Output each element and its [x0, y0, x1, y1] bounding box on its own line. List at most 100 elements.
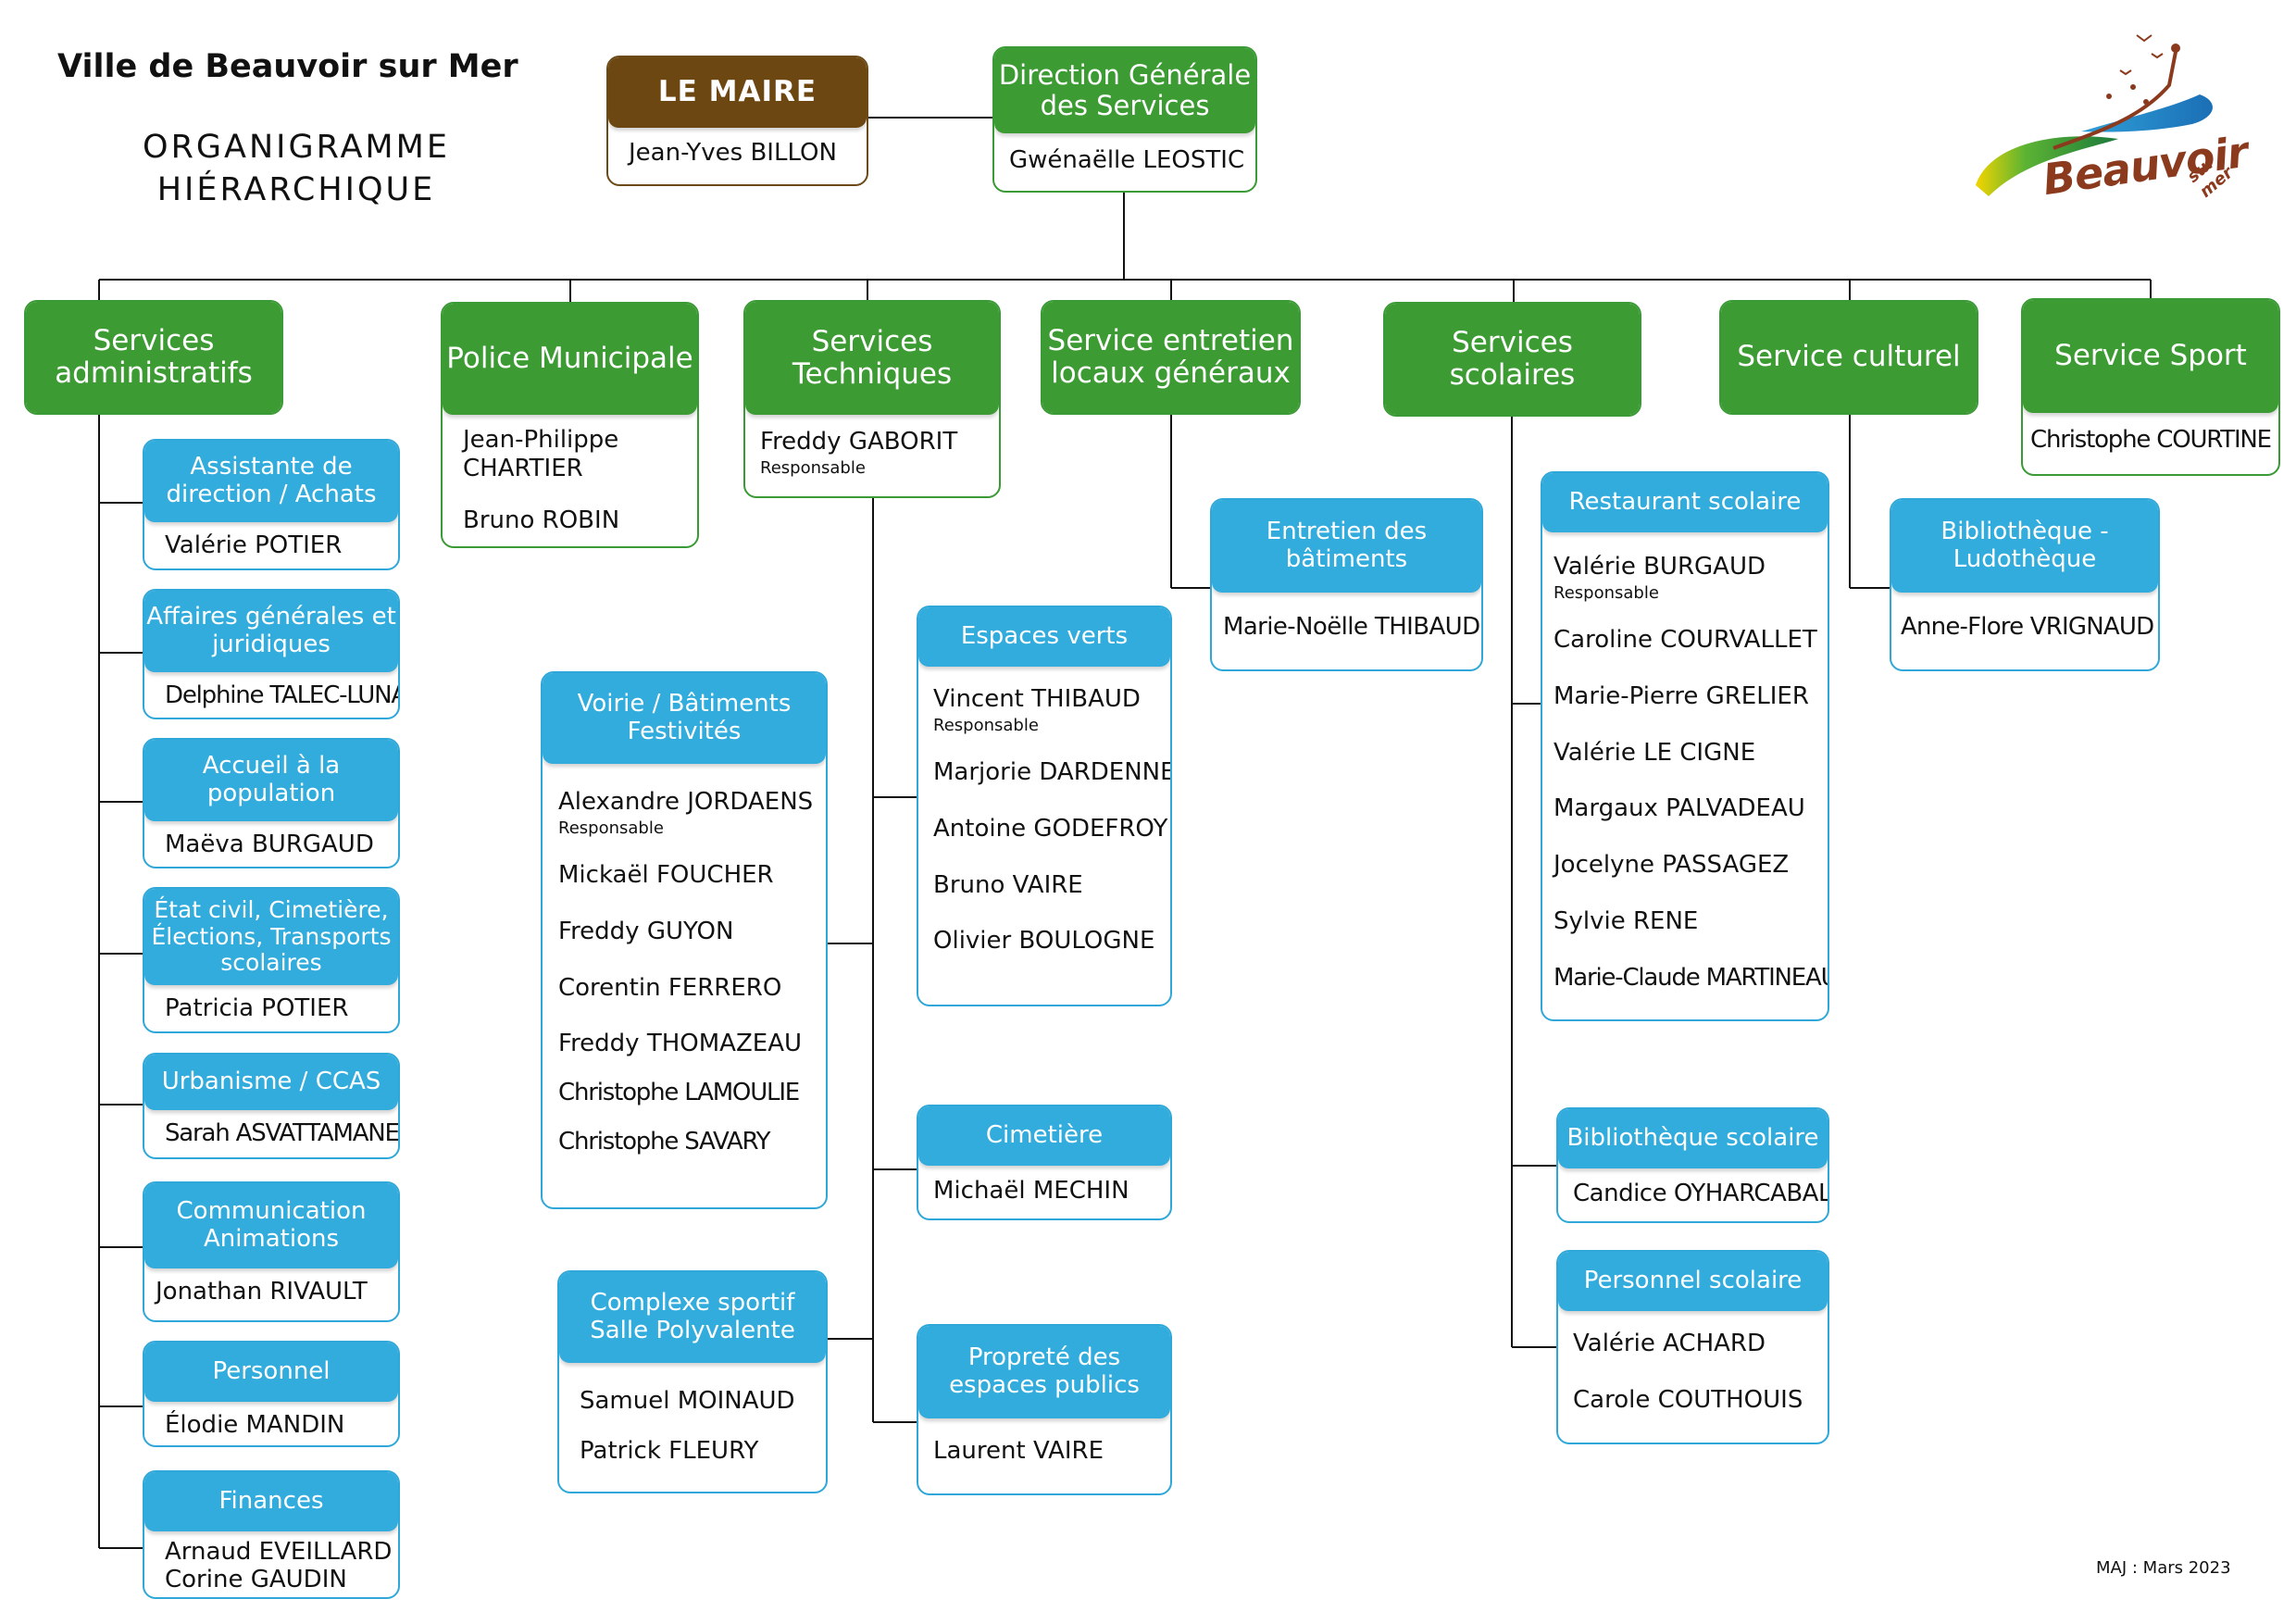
service-admin-title: Services administratifs: [26, 302, 281, 413]
tech-unit-name: Olivier BOULOGNE: [933, 927, 1155, 956]
scolaire-unit-bibliotheque: Bibliothèque scolaire Candice OYHARCABAL: [1556, 1107, 1829, 1223]
title-line-2: HIÉRARCHIQUE: [156, 170, 436, 208]
service-scolaires-box: Services scolaires: [1383, 302, 1641, 417]
police-name-2: Bruno ROBIN: [463, 506, 620, 535]
admin-unit-name: Arnaud EVEILLARD: [165, 1538, 393, 1566]
scolaire-unit-name: Valérie ACHARD: [1573, 1330, 1766, 1357]
service-sport-box: Service Sport Christophe COURTINE: [2021, 298, 2280, 476]
admin-unit-etat-civil: État civil, Cimetière, Élections, Transp…: [143, 887, 400, 1033]
admin-unit-title: Personnel: [144, 1343, 398, 1402]
mayor-box: LE MAIRE Jean-Yves BILLON: [606, 56, 868, 186]
tech-unit-name: Bruno VAIRE: [933, 870, 1083, 899]
tech-lead-name: Freddy GABORIT: [760, 428, 958, 456]
tech-unit-voirie: Voirie / Bâtiments Festivités Alexandre …: [541, 671, 828, 1209]
tech-unit-title: Complexe sportif Salle Polyvalente: [559, 1272, 826, 1363]
admin-unit-title: Assistante de direction / Achats: [144, 441, 398, 522]
update-date: MAJ : Mars 2023: [2096, 1558, 2231, 1578]
scolaire-unit-name: Sylvie RENE: [1554, 906, 1699, 935]
admin-unit-name: Valérie POTIER: [165, 531, 343, 559]
city-title: Ville de Beauvoir sur Mer: [57, 48, 518, 85]
admin-unit-name: Jonathan RIVAULT: [156, 1278, 368, 1305]
dgs-name: Gwénaëlle LEOSTIC: [1009, 146, 1245, 174]
service-culturel-title: Service culturel: [1721, 302, 1977, 413]
admin-unit-accueil: Accueil à la population Maëva BURGAUD: [143, 738, 400, 868]
admin-unit-personnel: Personnel Élodie MANDIN: [143, 1341, 400, 1447]
tech-unit-proprete: Propreté des espaces publics Laurent VAI…: [917, 1324, 1172, 1495]
culturel-unit-bibliotheque: Bibliothèque - Ludothèque Anne-Flore VRI…: [1890, 498, 2160, 671]
service-culturel-box: Service culturel: [1719, 300, 1978, 415]
tech-unit-cimetiere: Cimetière Michaël MECHIN: [917, 1105, 1172, 1220]
scolaire-unit-title: Bibliothèque scolaire: [1558, 1109, 1828, 1168]
tech-unit-name: Christophe SAVARY: [558, 1127, 771, 1156]
admin-unit-urbanisme: Urbanisme / CCAS Sarah ASVATTAMANE: [143, 1053, 400, 1159]
tech-unit-name: Patrick FLEURY: [580, 1436, 759, 1465]
admin-unit-name: Sarah ASVATTAMANE: [165, 1119, 399, 1147]
admin-unit-affaires: Affaires générales et juridiques Delphin…: [143, 589, 400, 719]
tech-unit-name: Michaël MECHIN: [933, 1177, 1129, 1205]
tech-unit-name: Freddy THOMAZEAU: [558, 1030, 803, 1058]
scolaire-unit-name: Marie-Claude MARTINEAU: [1554, 963, 1829, 992]
tech-unit-title: Propreté des espaces publics: [918, 1326, 1170, 1418]
mayor-title: LE MAIRE: [608, 57, 867, 128]
service-entretien-box: Service entretien locaux généraux: [1041, 300, 1301, 415]
beauvoir-logo: Beauvoir sur mer: [1970, 30, 2251, 215]
tech-unit-role: Responsable: [558, 818, 664, 838]
entretien-unit-name: Marie-Noëlle THIBAUD: [1223, 613, 1480, 641]
dgs-box: Direction Générale des Services Gwénaëll…: [992, 46, 1257, 193]
admin-unit-title: Affaires générales et juridiques: [144, 591, 398, 672]
admin-unit-title: Finances: [144, 1472, 398, 1531]
service-tech-title: Services Techniques: [745, 302, 999, 415]
service-admin-box: Services administratifs: [24, 300, 283, 415]
admin-unit-title: Accueil à la population: [144, 740, 398, 821]
scolaire-unit-name: Jocelyne PASSAGEZ: [1554, 851, 1790, 880]
scolaire-unit-name: Carole COUTHOUIS: [1573, 1385, 1803, 1414]
tech-lead-role: Responsable: [760, 457, 866, 478]
tech-unit-lead: Alexandre JORDAENS: [558, 788, 814, 816]
tech-unit-title: Espaces verts: [918, 607, 1170, 667]
scolaire-unit-role: Responsable: [1554, 582, 1659, 603]
dgs-title: Direction Générale des Services: [994, 48, 1255, 133]
scolaire-unit-name: Valérie LE CIGNE: [1554, 738, 1756, 767]
logo-graphic: [1976, 34, 2213, 196]
tech-unit-name: Christophe LAMOULIE: [558, 1079, 800, 1107]
admin-unit-name: Delphine TALEC-LUNA: [165, 681, 400, 709]
scolaire-unit-lead: Valérie BURGAUD: [1554, 553, 1766, 581]
tech-unit-lead: Vincent THIBAUD: [933, 685, 1141, 713]
admin-unit-assistante: Assistante de direction / Achats Valérie…: [143, 439, 400, 570]
culturel-unit-name: Anne-Flore VRIGNAUD: [1901, 613, 2154, 641]
service-tech-box: Services Techniques Freddy GABORIT Respo…: [743, 300, 1001, 498]
service-entretien-title: Service entretien locaux généraux: [1042, 302, 1299, 413]
tech-unit-title: Cimetière: [918, 1106, 1170, 1166]
scolaire-unit-name: Margaux PALVADEAU: [1554, 794, 1805, 823]
tech-unit-name: Mickaël FOUCHER: [558, 861, 774, 890]
admin-unit-communication: Communication Animations Jonathan RIVAUL…: [143, 1181, 400, 1322]
scolaire-unit-title: Personnel scolaire: [1558, 1252, 1828, 1311]
tech-unit-title: Voirie / Bâtiments Festivités: [543, 673, 826, 764]
tech-unit-espaces-verts: Espaces verts Vincent THIBAUD Responsabl…: [917, 606, 1172, 1006]
entretien-unit-title: Entretien des bâtiments: [1212, 500, 1481, 593]
service-police-box: Police Municipale Jean-Philippe CHARTIER…: [441, 302, 699, 548]
mayor-name: Jean-Yves BILLON: [629, 139, 837, 167]
scolaire-unit-name: Marie-Pierre GRELIER: [1554, 682, 1809, 711]
page-title: ORGANIGRAMME HIÉRARCHIQUE: [111, 127, 481, 211]
scolaire-unit-title: Restaurant scolaire: [1542, 473, 1828, 532]
admin-unit-name: Élodie MANDIN: [165, 1411, 345, 1439]
service-scolaires-title: Services scolaires: [1385, 304, 1640, 415]
tech-unit-complexe: Complexe sportif Salle Polyvalente Samue…: [557, 1270, 828, 1493]
title-line-1: ORGANIGRAMME: [143, 129, 450, 166]
admin-unit-title: État civil, Cimetière, Élections, Transp…: [144, 889, 398, 985]
entretien-unit-batiments: Entretien des bâtiments Marie-Noëlle THI…: [1210, 498, 1483, 671]
tech-unit-name: Antoine GODEFROY: [933, 815, 1168, 843]
admin-unit-finances: Finances Arnaud EVEILLARD Corine GAUDIN: [143, 1470, 400, 1599]
admin-unit-name: Patricia POTIER: [165, 994, 349, 1022]
scolaire-unit-restaurant: Restaurant scolaire Valérie BURGAUD Resp…: [1541, 471, 1829, 1021]
sport-name: Christophe COURTINE: [2030, 426, 2272, 454]
tech-unit-name: Marjorie DARDENNE: [933, 758, 1172, 787]
culturel-unit-title: Bibliothèque - Ludothèque: [1891, 500, 2158, 593]
service-sport-title: Service Sport: [2023, 300, 2278, 413]
service-police-title: Police Municipale: [443, 304, 697, 415]
tech-unit-name: Laurent VAIRE: [933, 1437, 1104, 1465]
police-name-1: Jean-Philippe CHARTIER: [463, 426, 619, 482]
tech-unit-name: Freddy GUYON: [558, 918, 734, 946]
